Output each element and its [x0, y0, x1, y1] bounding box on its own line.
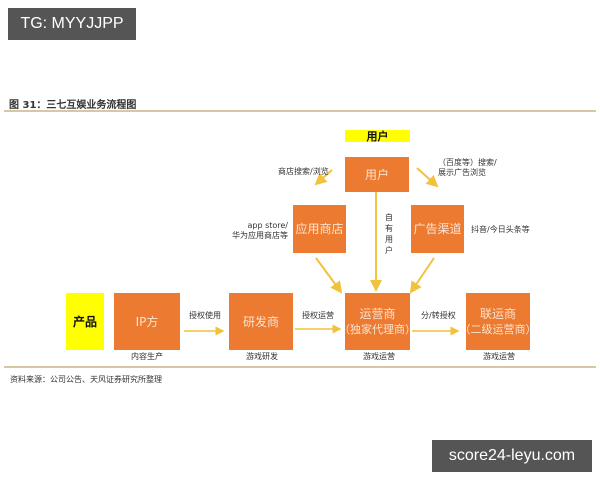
node-ad-channel-label: 广告渠道	[413, 222, 462, 236]
node-ip: IP方	[114, 293, 180, 350]
source-rule	[4, 366, 596, 368]
caption-operator: 游戏运营	[363, 352, 395, 361]
label-own-users: 自有用户	[385, 213, 393, 255]
node-operator-label-line2: （独家代理商）	[339, 322, 416, 336]
caption-co-operator: 游戏运营	[483, 352, 515, 361]
caption-ip: 内容生产	[131, 352, 163, 361]
node-product: 产品	[66, 293, 104, 350]
node-ip-label: IP方	[135, 314, 159, 329]
node-developer-label: 研发商	[242, 314, 279, 329]
node-operator-label-line1: 运营商	[359, 306, 396, 321]
label-sub-license: 分/转授权	[421, 311, 456, 320]
node-user-label: 用户	[364, 167, 389, 182]
node-co-operator: 联运商 （二级运营商）	[460, 293, 537, 350]
label-ad-search-line2: 展示广告浏览	[438, 168, 486, 177]
node-developer: 研发商	[229, 293, 293, 350]
label-app-store-desc: app store/ 华为应用商店等	[232, 221, 288, 241]
header-user-label: 用户	[345, 130, 410, 143]
watermark-bottom-right: score24-leyu.com	[432, 440, 592, 472]
watermark-top-left: TG: MYYJJPP	[8, 8, 136, 40]
node-app-store-label: 应用商店	[295, 222, 344, 236]
figure-title: 图 31：三七互娱业务流程图	[9, 100, 137, 111]
label-authorize-operate: 授权运营	[302, 311, 334, 320]
node-user: 用户	[345, 157, 409, 192]
label-app-store-desc-line1: app store/	[247, 221, 288, 230]
label-store-search: 商店搜索/浏览	[278, 167, 329, 176]
label-ad-search-line1: （百度等）搜索/	[438, 158, 497, 167]
label-ad-search: （百度等）搜索/ 展示广告浏览	[438, 158, 497, 178]
node-ad-channel: 广告渠道	[411, 205, 464, 253]
label-ad-channel-desc: 抖音/今日头条等	[471, 225, 530, 234]
node-co-operator-label-line1: 联运商	[479, 306, 516, 321]
figure-source: 资料来源：公司公告、天风证券研究所整理	[10, 375, 162, 384]
caption-developer: 游戏研发	[246, 352, 278, 361]
node-co-operator-label-line2: （二级运营商）	[459, 322, 537, 336]
node-product-label: 产品	[72, 315, 97, 329]
node-app-store: 应用商店	[293, 205, 346, 253]
label-app-store-desc-line2: 华为应用商店等	[232, 231, 288, 240]
node-operator: 运营商 （独家代理商）	[339, 293, 416, 350]
title-rule	[4, 110, 596, 112]
label-authorize-use: 授权使用	[189, 311, 221, 320]
